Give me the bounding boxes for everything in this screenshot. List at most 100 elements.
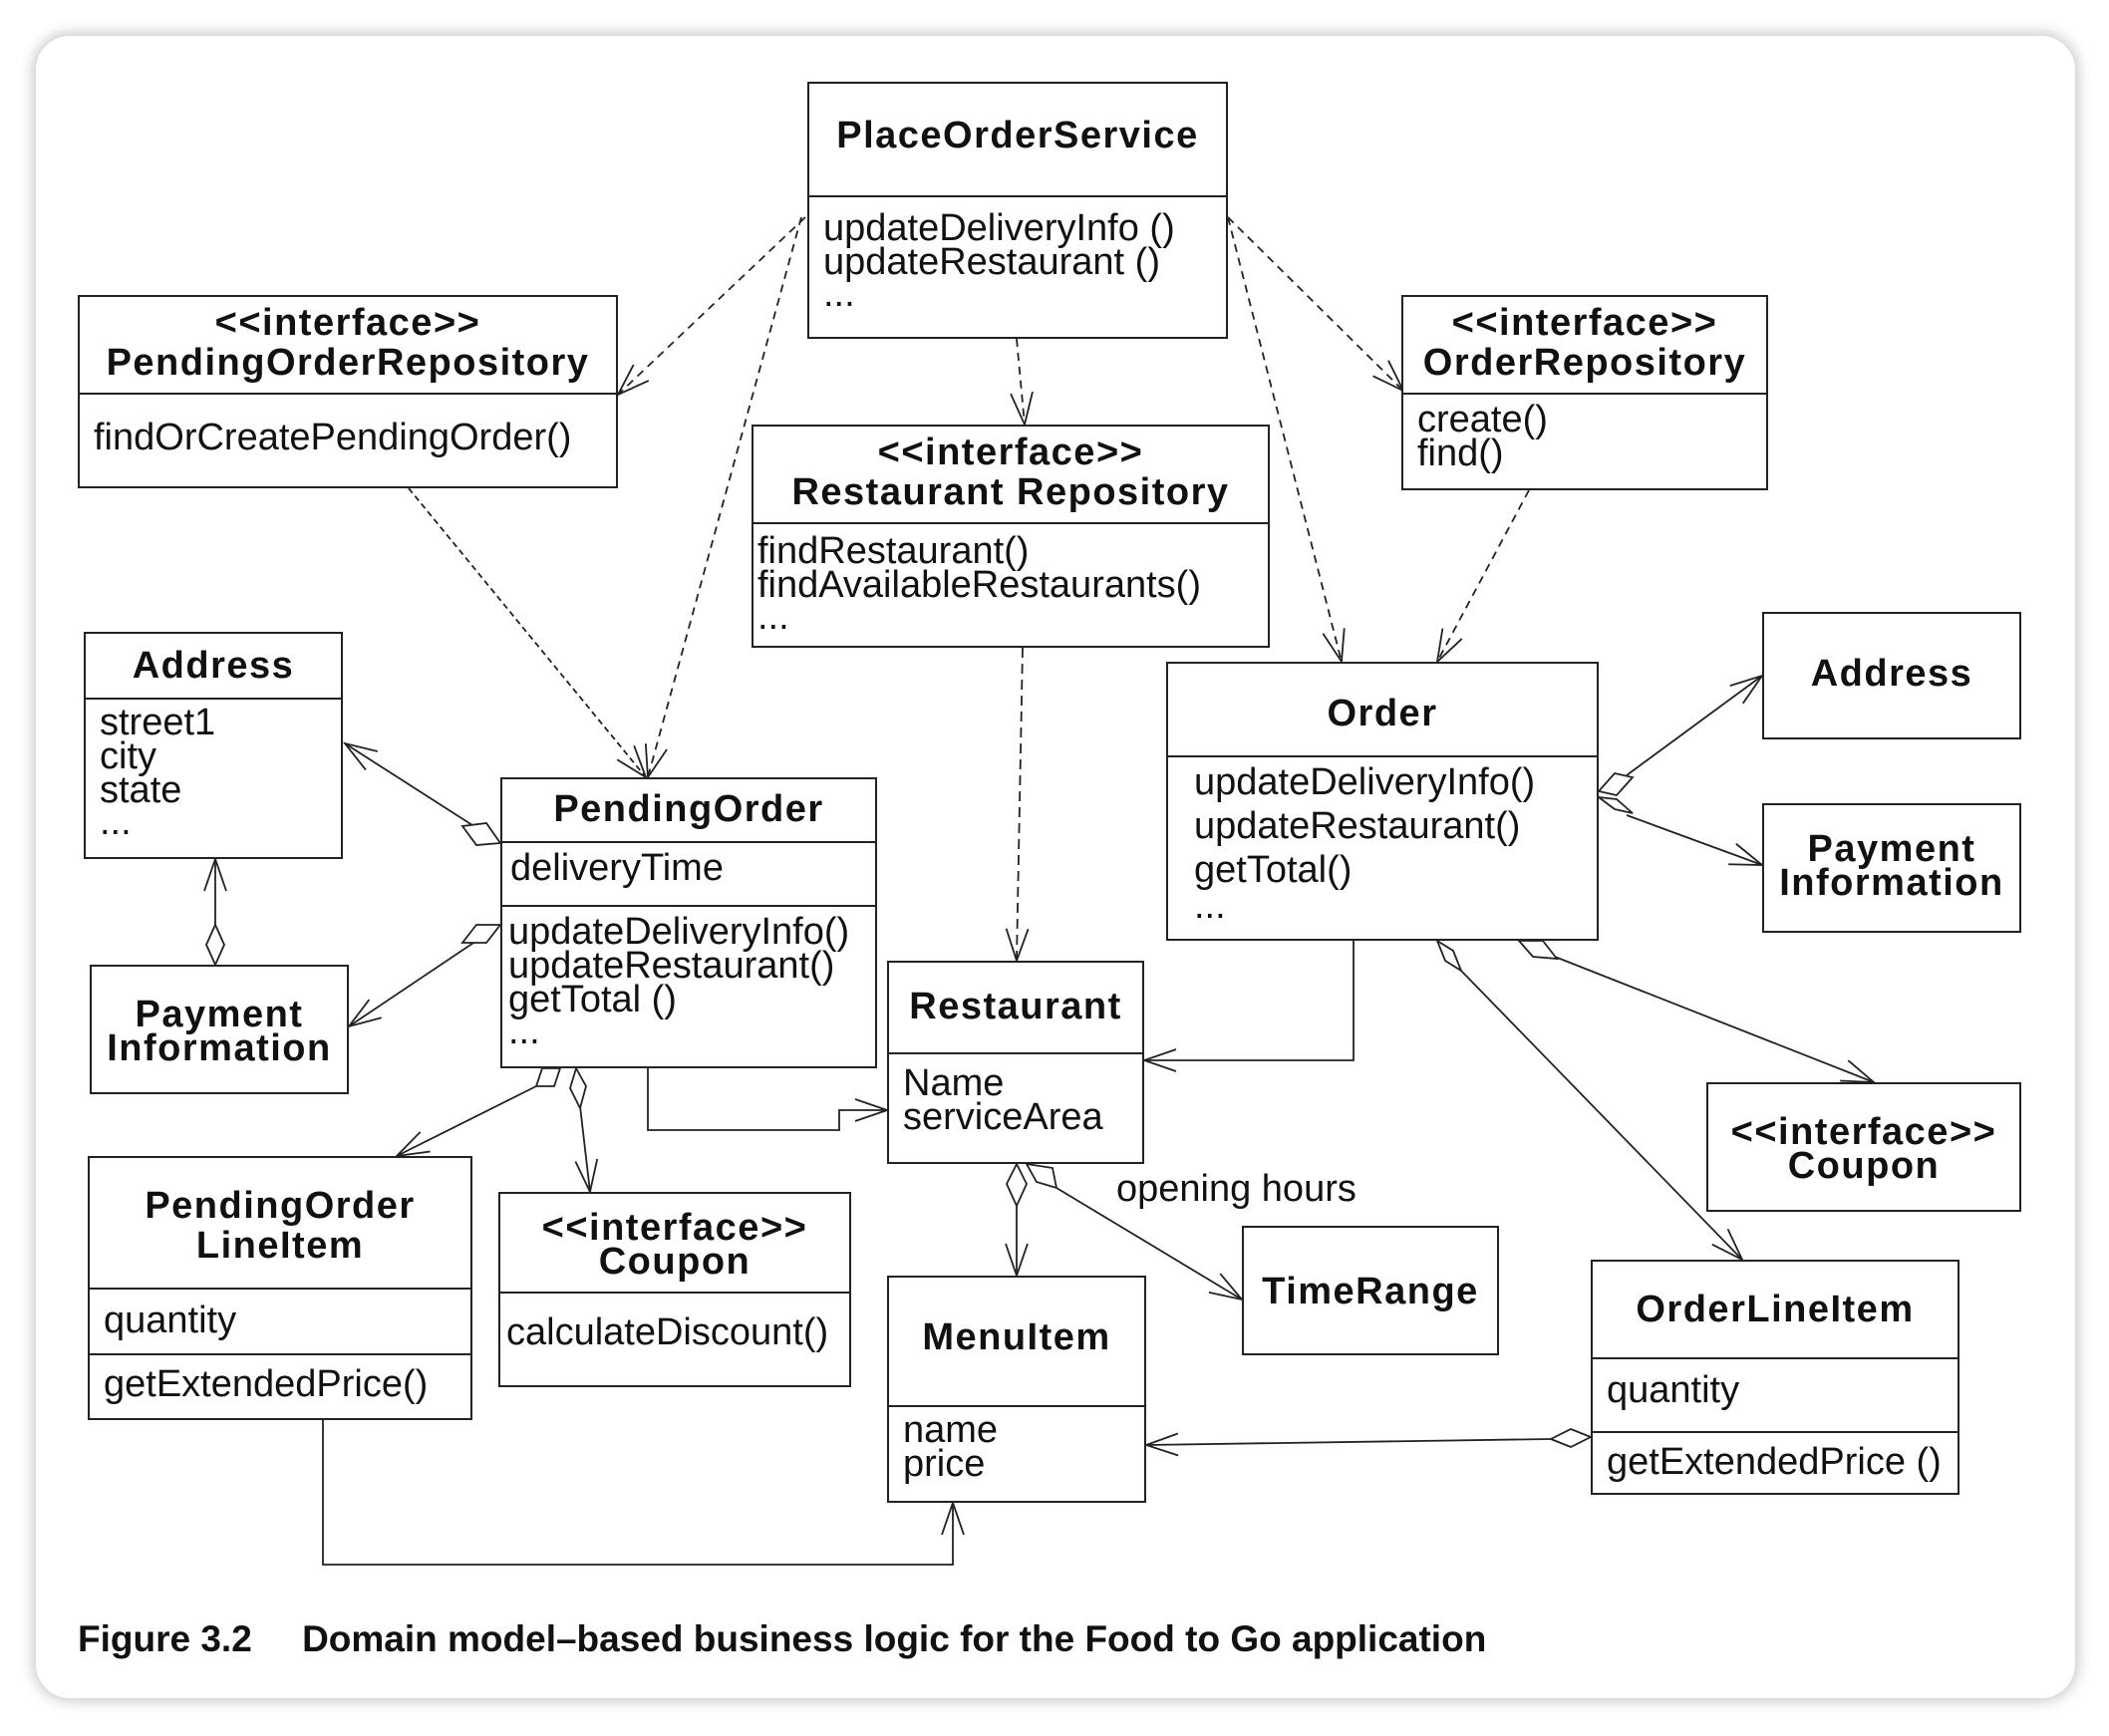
dep-pending-repo-to-pending-order [408, 487, 646, 777]
dep-pos-to-order-repo [1227, 216, 1403, 391]
operation: updateRestaurant () [823, 241, 1160, 283]
diamond-payment-address [205, 922, 225, 968]
attribute: name [903, 1409, 999, 1451]
diamond-order-line-item-menu-item [1548, 1428, 1594, 1448]
diamond-pending-order-coupon [569, 1065, 587, 1111]
stereotype: <<interface>> [1451, 302, 1718, 344]
operation: findAvailableRestaurants() [757, 564, 1201, 606]
class-title: Order [1327, 693, 1438, 734]
attribute: Name [903, 1062, 1005, 1104]
dep-pos-to-pending-repo [618, 216, 806, 395]
diamond-pending-order-line-item [534, 1067, 562, 1087]
class-title: Restaurant [909, 986, 1122, 1027]
operations-section: updateDeliveryInfo() updateRestaurant() … [1168, 755, 1597, 941]
figure-caption: Figure 3.2 Domain model–based business l… [78, 1618, 1486, 1660]
class-title: Coupon [1787, 1145, 1941, 1187]
attribute: quantity [1607, 1369, 1740, 1411]
attribute: city [100, 735, 156, 777]
interface-restaurant-repository: <<interface>> Restaurant Repository find… [752, 425, 1270, 648]
interface-order-repository: <<interface>> OrderRepository create() f… [1401, 295, 1768, 490]
dep-restaurant-repo-to-restaurant [1017, 647, 1023, 961]
operation: updateRestaurant() [1194, 805, 1521, 847]
operation: ... [1194, 885, 1226, 927]
class-title: MenuItem [922, 1316, 1111, 1358]
operation: findRestaurant() [757, 530, 1030, 572]
operations-section: updateDeliveryInfo() updateRestaurant() … [502, 905, 875, 1068]
operations-section: getExtendedPrice () [1593, 1431, 1958, 1495]
diamond-order-payment [1595, 795, 1634, 814]
attribute: deliveryTime [510, 847, 724, 889]
operation: ... [508, 1011, 540, 1052]
operation: updateDeliveryInfo() [1194, 761, 1536, 803]
class-title: Address [132, 645, 295, 687]
attribute: serviceArea [903, 1096, 1103, 1138]
diamond-pending-order-address [460, 822, 502, 846]
operation: create() [1417, 399, 1548, 440]
attributes-section: street1 city state ... [86, 698, 341, 859]
assoc-pending-order-coupon [580, 1105, 590, 1192]
attribute: price [903, 1443, 986, 1485]
diamond-restaurant-time-range [1025, 1162, 1058, 1190]
operation: find() [1417, 433, 1504, 474]
stereotype: <<interface>> [541, 1207, 808, 1249]
assoc-order-payment [1626, 814, 1762, 865]
class-title-line: LineItem [195, 1225, 365, 1267]
assoc-restaurant-time-range [1055, 1187, 1242, 1300]
operation: getExtendedPrice () [1607, 1441, 1942, 1483]
stereotype: <<interface>> [214, 302, 481, 344]
operations-section: create() find() [1403, 393, 1766, 490]
operations-section: findOrCreatePendingOrder() [80, 393, 616, 488]
assoc-order-address [1626, 676, 1762, 776]
figure-caption-text: Domain model–based business logic for th… [302, 1618, 1487, 1659]
class-address: Address street1 city state ... [84, 632, 343, 859]
interface-pending-order-repository: <<interface>> PendingOrderRepository fin… [78, 295, 618, 488]
dep-pos-to-order [1227, 216, 1342, 662]
operation: getExtendedPrice() [104, 1363, 429, 1405]
operations-section: updateDeliveryInfo () updateRestaurant (… [809, 195, 1226, 339]
class-title: TimeRange [1262, 1271, 1479, 1312]
attribute: quantity [104, 1300, 237, 1341]
class-title: Address [1810, 653, 1973, 695]
operation: updateDeliveryInfo() [508, 911, 850, 953]
class-title: Coupon [598, 1241, 752, 1283]
class-order: Order updateDeliveryInfo() updateRestaur… [1166, 662, 1599, 941]
assoc-pending-order-restaurant [647, 1068, 887, 1131]
attribute: state [100, 769, 182, 811]
class-address: Address [1762, 612, 2021, 739]
interface-coupon: <<interface>> Coupon calculateDiscount() [498, 1192, 851, 1387]
class-title-line: Information [1779, 862, 2004, 904]
diamond-order-coupon [1517, 940, 1559, 961]
diamond-order-line-item [1435, 938, 1463, 974]
dep-order-repo-to-order [1437, 489, 1530, 662]
assoc-order-coupon [1554, 956, 1874, 1082]
attributes-section: deliveryTime [502, 841, 875, 905]
class-title-line: Payment [1807, 828, 1976, 870]
operations-section: calculateDiscount() [500, 1292, 849, 1387]
operations-section: findRestaurant() findAvailableRestaurant… [753, 522, 1268, 648]
operation: findOrCreatePendingOrder() [94, 417, 572, 458]
class-restaurant: Restaurant Name serviceArea [887, 961, 1144, 1164]
class-title: PendingOrder [553, 788, 824, 830]
assoc-order-restaurant [1144, 941, 1355, 1060]
attribute: ... [100, 801, 132, 843]
assoc-line-item-menu-item [322, 1420, 953, 1566]
class-title-line: Payment [135, 994, 304, 1035]
assoc-pending-order-line-item [397, 1085, 537, 1156]
operation: getTotal() [1194, 849, 1353, 891]
operation: ... [757, 596, 789, 638]
interface-coupon: <<interface>> Coupon [1706, 1082, 2021, 1212]
dep-pos-to-restaurant-repo [1017, 338, 1025, 425]
class-title: OrderLineItem [1636, 1289, 1915, 1330]
class-payment-information: Payment Information [90, 965, 349, 1094]
attributes-section: quantity [90, 1288, 470, 1353]
operation: ... [823, 273, 855, 315]
attributes-section: name price [889, 1405, 1144, 1503]
operation: getTotal () [508, 979, 677, 1020]
operation: updateDeliveryInfo () [823, 207, 1175, 249]
association-label-opening-hours: opening hours [1116, 1168, 1356, 1210]
class-menu-item: MenuItem name price [887, 1276, 1146, 1503]
class-time-range: TimeRange [1242, 1226, 1499, 1355]
assoc-order-line-item [1460, 970, 1742, 1260]
diamond-order-address [1597, 772, 1635, 796]
class-title-line: PendingOrder [145, 1185, 416, 1227]
